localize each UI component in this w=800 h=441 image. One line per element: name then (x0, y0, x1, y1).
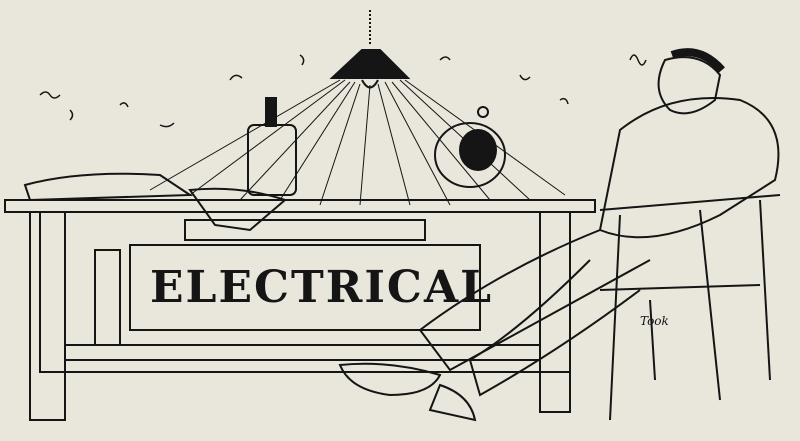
light-rays (149, 79, 566, 206)
hanging-lamp (329, 10, 411, 89)
table (4, 172, 596, 421)
chair (599, 194, 781, 421)
jar (247, 97, 297, 196)
title-lettering: ELECTRICAL (150, 262, 494, 313)
smoke-squiggles (39, 54, 647, 128)
artist-signature: Took (640, 314, 669, 328)
reclining-man (338, 48, 780, 422)
electric-motor (434, 106, 506, 188)
